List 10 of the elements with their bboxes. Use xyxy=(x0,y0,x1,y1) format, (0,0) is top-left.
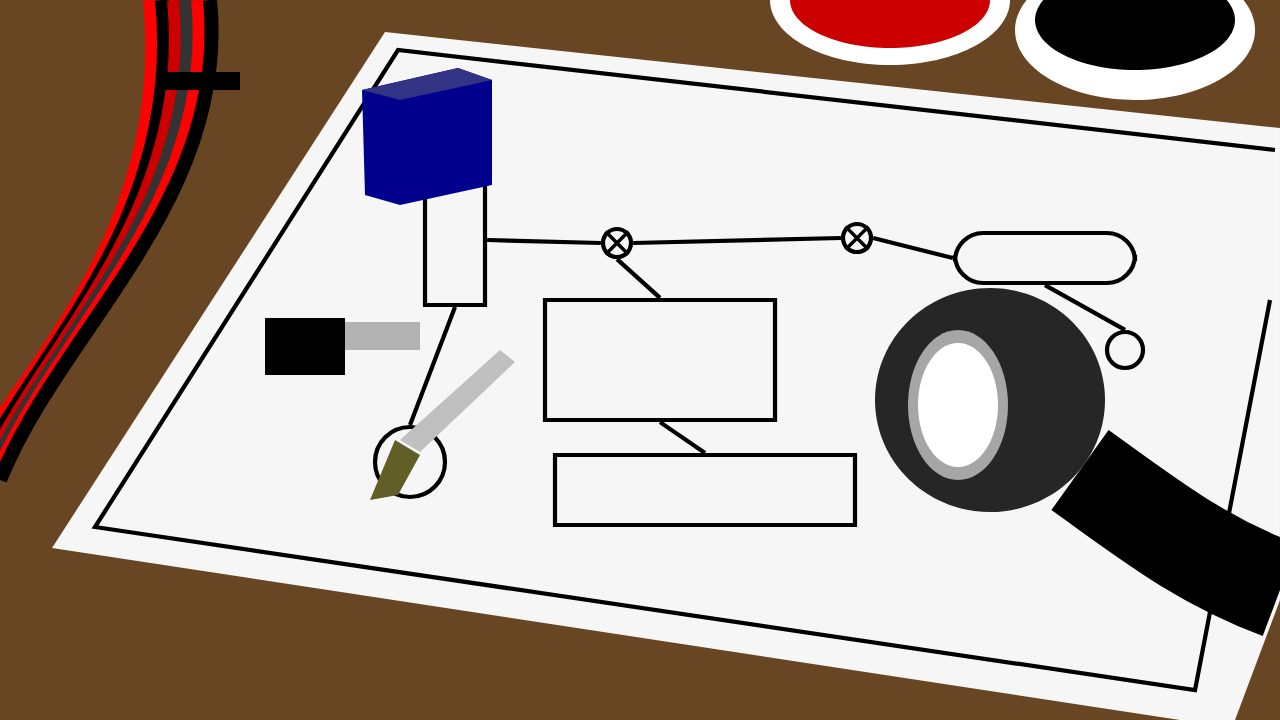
wire xyxy=(633,235,841,246)
wire xyxy=(658,420,707,455)
circle-symbol xyxy=(1104,329,1146,371)
wire xyxy=(872,235,954,261)
component-box xyxy=(952,230,1138,286)
component-box xyxy=(552,452,858,528)
wire xyxy=(487,237,601,246)
wire xyxy=(615,257,662,300)
component-box xyxy=(542,297,778,423)
wire xyxy=(408,306,457,426)
